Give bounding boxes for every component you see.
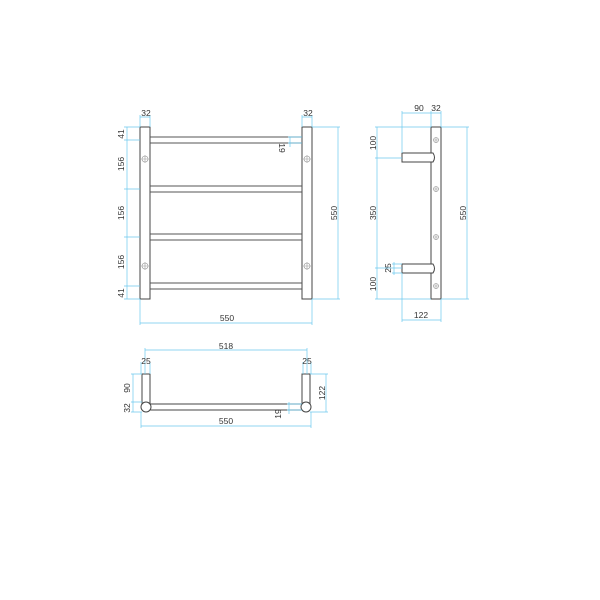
top-arm xyxy=(401,152,435,163)
top-right-post xyxy=(301,373,311,405)
top-dimension-lines xyxy=(131,348,328,428)
side-height: 550 xyxy=(458,206,468,220)
top-width: 550 xyxy=(219,416,233,426)
top-post-depth: 32 xyxy=(122,403,132,413)
side-arm-depth: 90 xyxy=(414,103,424,113)
front-bar-diameter: 19 xyxy=(277,143,287,153)
front-dim-1: 41 xyxy=(116,129,126,139)
side-post xyxy=(430,126,442,300)
top-inner-width: 518 xyxy=(219,341,233,351)
side-dimension-lines xyxy=(375,111,469,322)
side-post-width: 32 xyxy=(431,103,441,113)
right-post-section xyxy=(300,401,312,413)
bottom-arm xyxy=(401,263,435,274)
front-dim-4: 156 xyxy=(116,255,126,269)
side-hole-icons xyxy=(433,137,439,289)
side-dim-top: 100 xyxy=(368,136,378,150)
top-bar-diameter: 19 xyxy=(273,409,283,419)
mounting-hole-icons xyxy=(141,155,311,270)
front-dim-2: 156 xyxy=(116,157,126,171)
front-width: 550 xyxy=(220,313,234,323)
top-left-post-width: 25 xyxy=(141,356,151,366)
left-post-section xyxy=(140,401,152,413)
rails xyxy=(150,136,302,290)
left-post xyxy=(139,126,151,300)
front-dim-5: 41 xyxy=(116,288,126,298)
front-left-post-width: 32 xyxy=(141,108,151,118)
front-dim-3: 156 xyxy=(116,206,126,220)
top-arm-depth: 90 xyxy=(122,383,132,393)
side-arm-thickness: 25 xyxy=(383,263,393,273)
front-view: 32 32 41 156 156 156 41 19 550 550 xyxy=(116,108,340,325)
front-right-post-width: 32 xyxy=(303,108,313,118)
top-view: 518 25 25 90 32 122 19 550 xyxy=(122,341,328,428)
front-dimension-lines xyxy=(124,115,340,325)
top-total-depth: 122 xyxy=(317,386,327,400)
top-right-post-width: 25 xyxy=(302,356,312,366)
side-depth: 122 xyxy=(414,310,428,320)
side-view: 90 32 100 350 100 25 550 122 xyxy=(368,103,469,322)
right-post xyxy=(301,126,313,300)
front-height: 550 xyxy=(329,206,339,220)
top-left-post xyxy=(141,373,151,405)
top-rail xyxy=(149,403,303,411)
side-dim-middle: 350 xyxy=(368,206,378,220)
side-dim-bottom: 100 xyxy=(368,277,378,291)
